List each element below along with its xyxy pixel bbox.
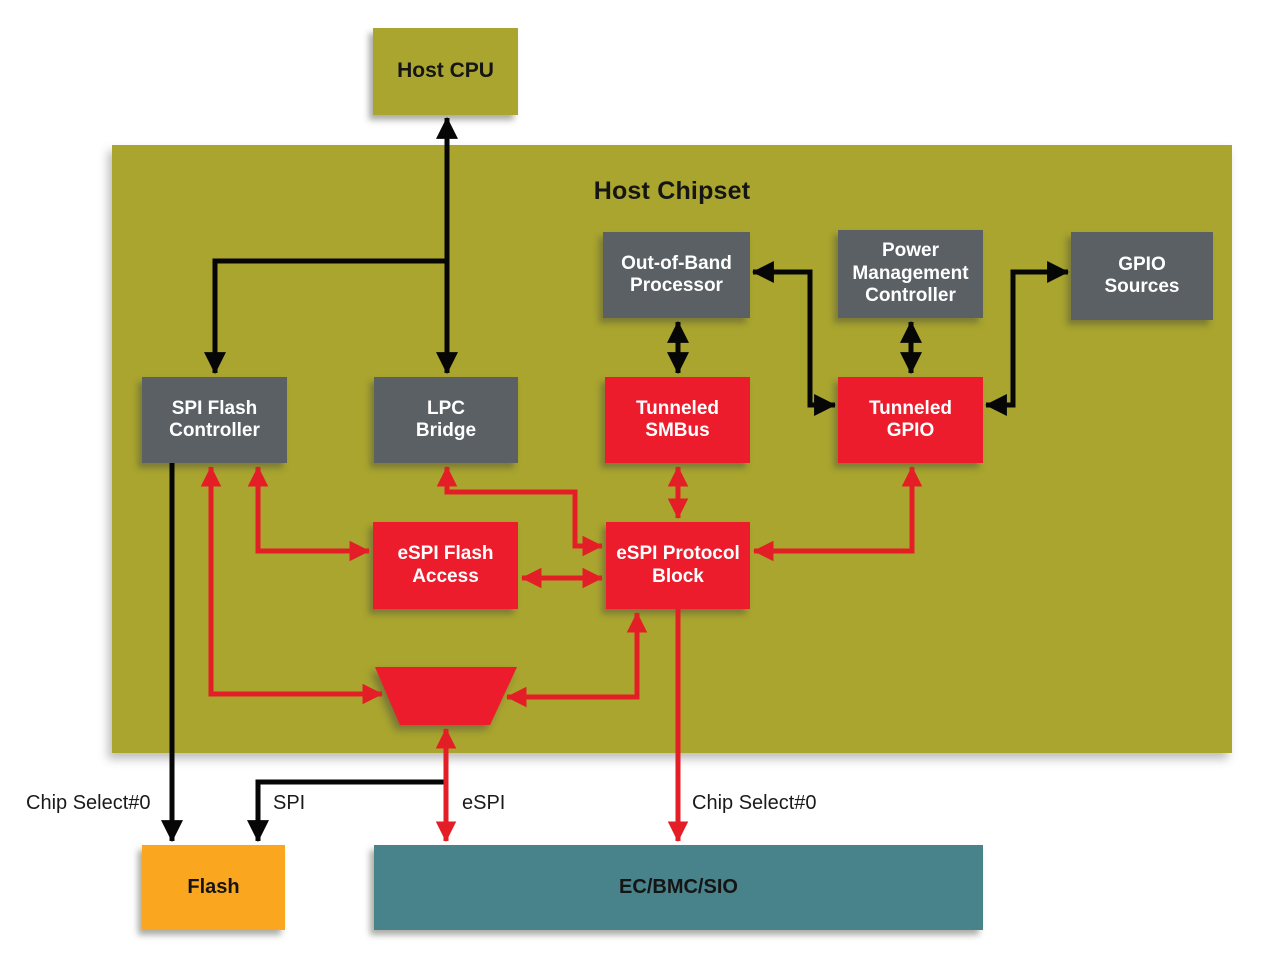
gpio-sources-label: GPIO Sources [1104, 253, 1180, 297]
power-mgmt-label: Power Management Controller [852, 240, 969, 307]
node-mux-trapezoid [375, 667, 517, 725]
flash-label: Flash [187, 875, 240, 898]
wire-label-chip-select-ec: Chip Select#0 [692, 792, 817, 814]
host-chipset-title: Host Chipset [593, 177, 751, 205]
node-tunneled-gpio: Tunneled GPIO [838, 377, 983, 463]
node-flash: Flash [142, 845, 285, 930]
node-gpio-sources: GPIO Sources [1071, 232, 1213, 320]
oob-processor-label: Out-of-Band Processor [621, 252, 732, 296]
tunneled-smbus-label: Tunneled SMBus [635, 397, 720, 441]
espi-protocol-block-label: eSPI Protocol Block [616, 543, 740, 587]
node-out-of-band-processor: Out-of-Band Processor [603, 232, 750, 318]
lpc-bridge-label: LPC Bridge [415, 397, 477, 441]
tunneled-gpio-label: Tunneled GPIO [868, 397, 953, 441]
ec-bmc-sio-label: EC/BMC/SIO [619, 875, 738, 898]
node-espi-flash-access: eSPI Flash Access [373, 522, 518, 609]
wire-label-espi: eSPI [462, 792, 506, 814]
espi-flash-access-label: eSPI Flash Access [397, 543, 494, 587]
wire-label-chip-select-flash: Chip Select#0 [26, 792, 151, 814]
node-ec-bmc-sio: EC/BMC/SIO [374, 845, 983, 930]
host-cpu-label: Host CPU [397, 59, 494, 83]
node-lpc-bridge: LPC Bridge [374, 377, 518, 463]
node-tunneled-smbus: Tunneled SMBus [605, 377, 750, 463]
spi-flash-controller-label: SPI Flash Controller [169, 397, 260, 441]
node-power-management-controller: Power Management Controller [838, 230, 983, 318]
node-spi-flash-controller: SPI Flash Controller [142, 377, 287, 463]
mux-shape [375, 667, 517, 725]
node-espi-protocol-block: eSPI Protocol Block [606, 522, 750, 609]
node-host-cpu: Host CPU [373, 28, 518, 115]
wire-label-spi: SPI [273, 792, 306, 814]
